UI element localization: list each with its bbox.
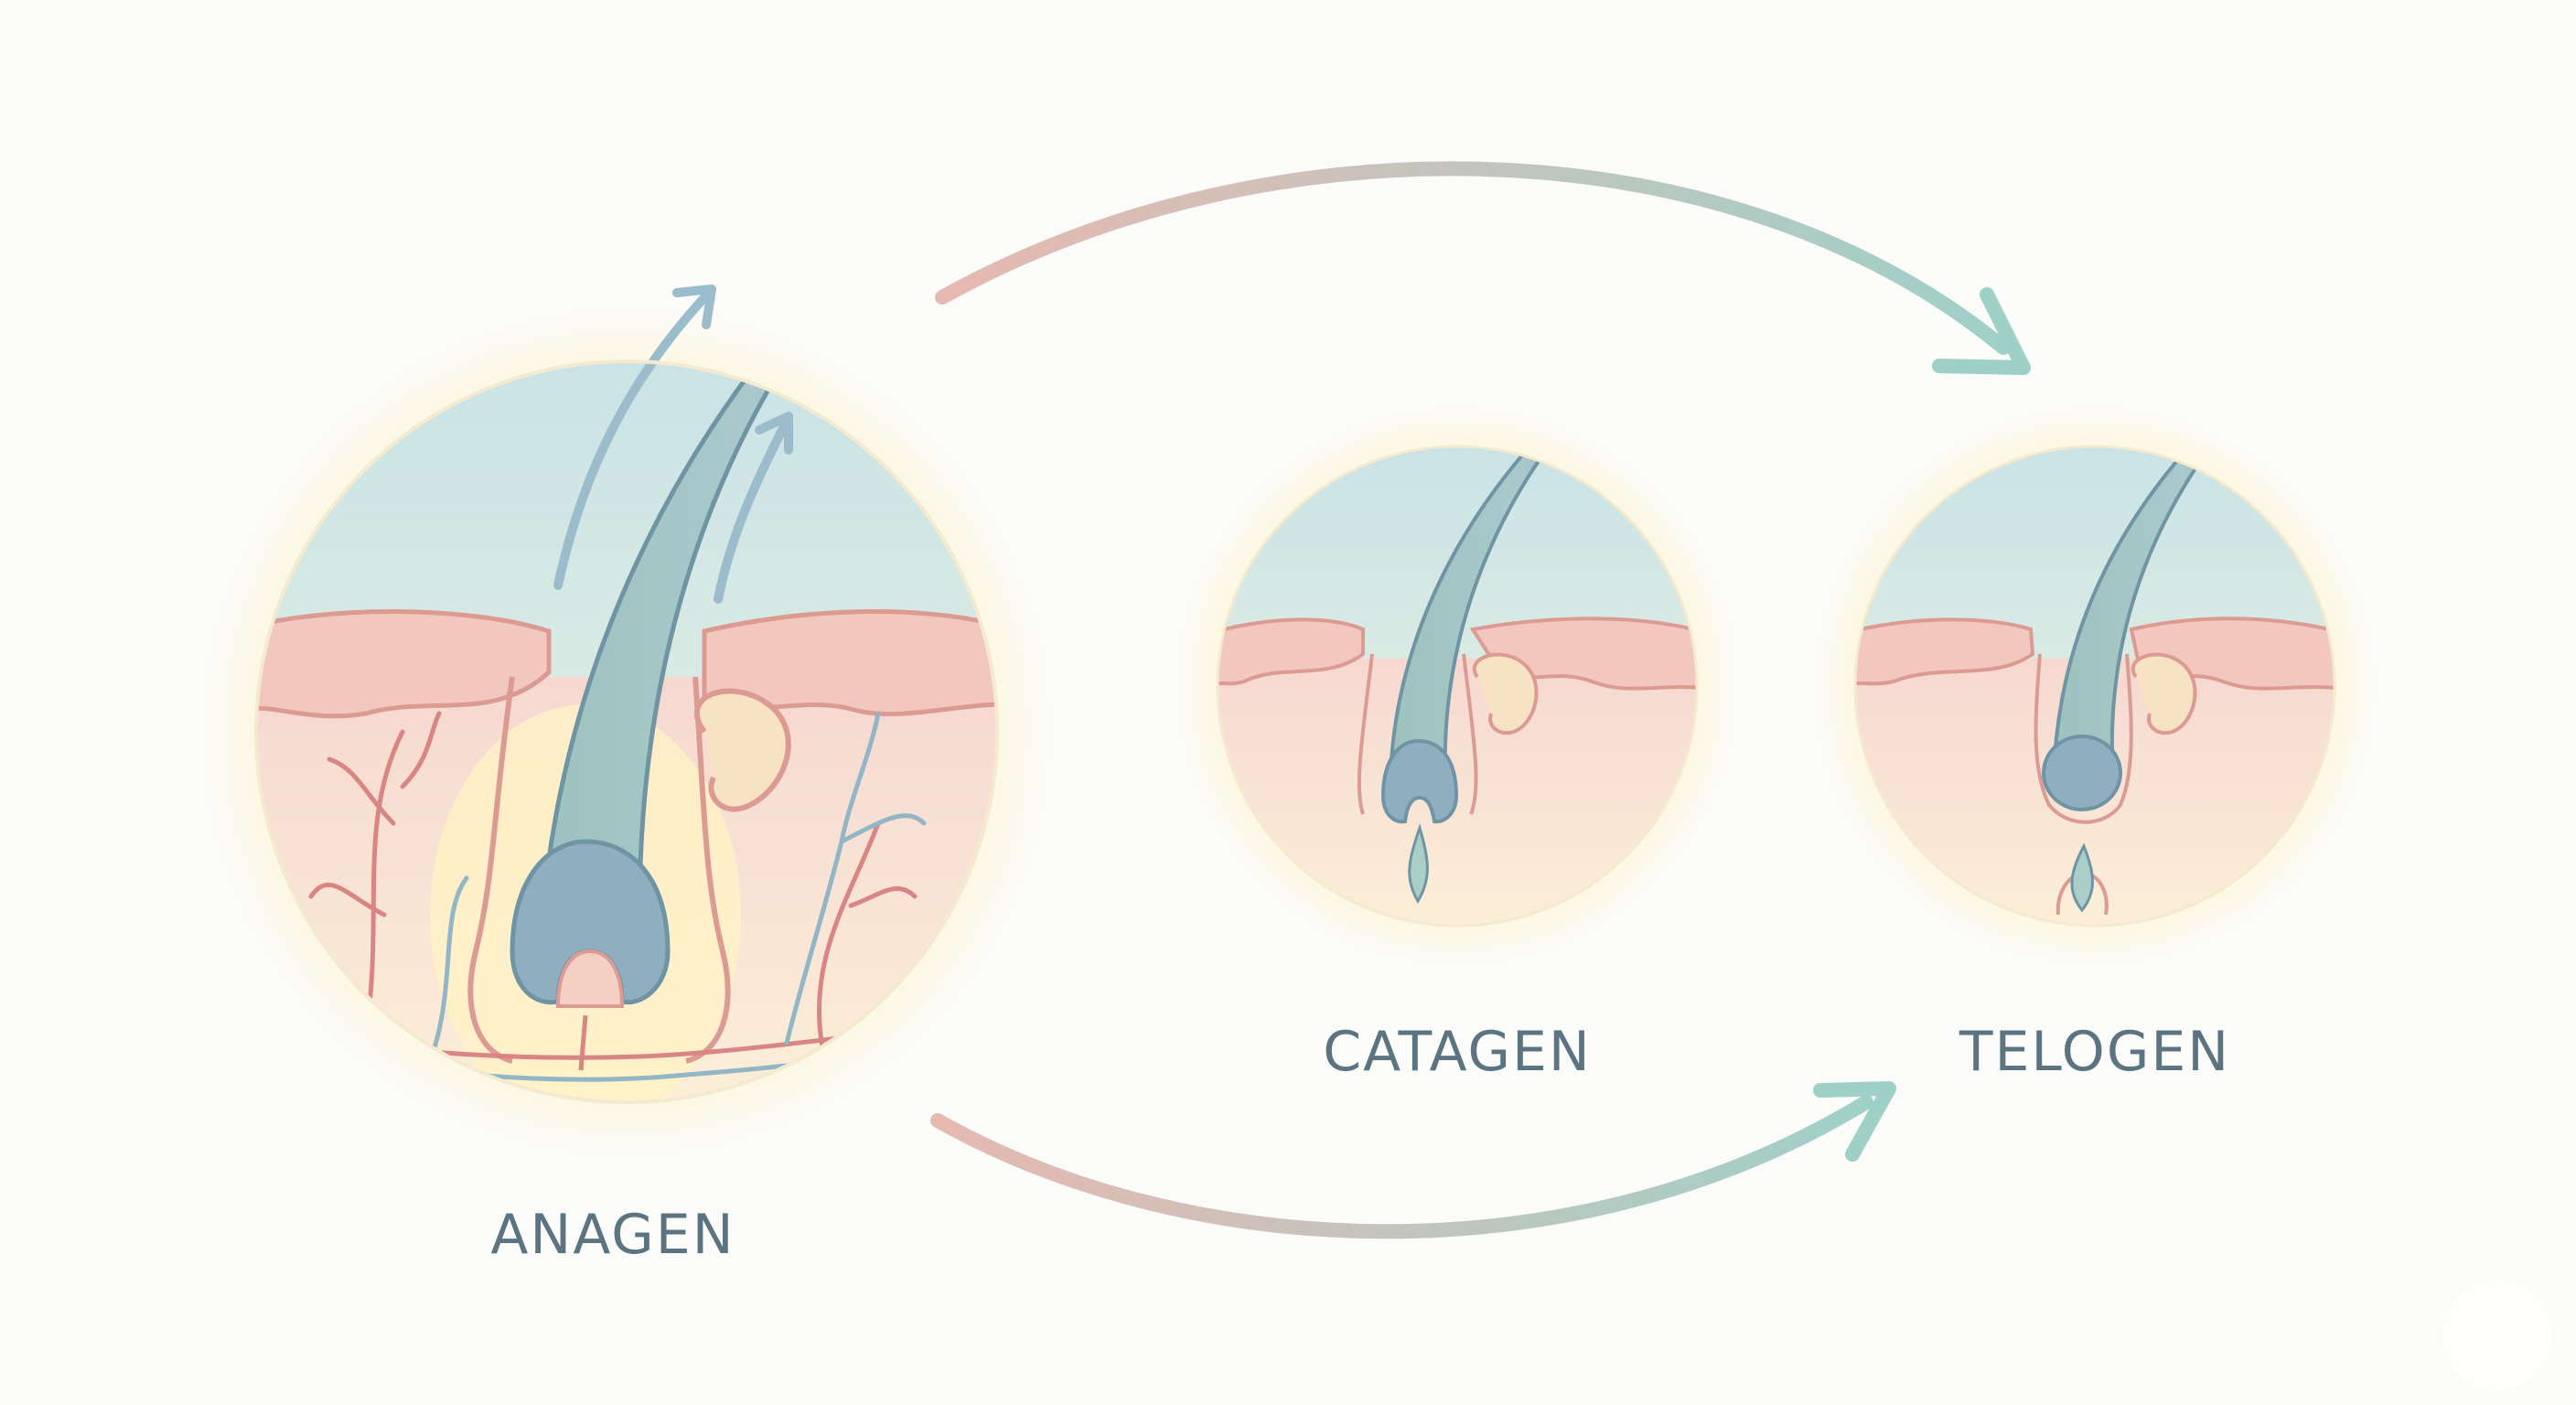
catagen-label: CATAGEN [1323,1020,1592,1084]
anagen-illustration [197,146,1057,1162]
telogen-illustration [1811,338,2378,970]
bottom-cycle-arrow [938,1089,1889,1231]
anagen-label: ANAGEN [490,1203,735,1267]
telogen-label: TELOGEN [1959,1020,2230,1084]
sparkle-icon [2442,1281,2552,1390]
top-cycle-arrow [942,168,2023,368]
catagen-illustration [1174,340,1741,970]
